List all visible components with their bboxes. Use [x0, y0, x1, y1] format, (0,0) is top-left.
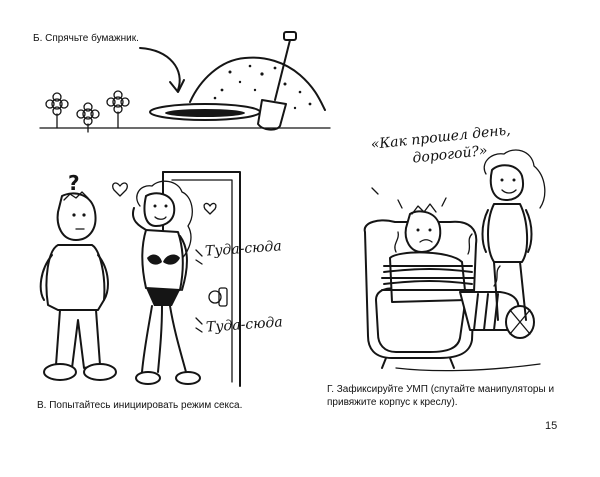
woman-figure — [132, 180, 201, 385]
dirt-specks — [213, 64, 312, 110]
wife-figure — [481, 149, 546, 321]
shovel-icon — [257, 31, 297, 131]
flower-icon — [45, 92, 69, 129]
panel-initiate-mode: ? — [39, 171, 241, 387]
floor-shadow — [395, 363, 541, 372]
tied-man-figure — [371, 187, 535, 339]
hole-inner — [165, 109, 245, 117]
motion-lines-top — [195, 249, 203, 265]
panel-fix-unit — [363, 149, 546, 372]
arrow-head — [169, 79, 185, 93]
caption-fix-unit: Г. Зафиксируйте УМП (спутайте манипулято… — [327, 384, 555, 408]
caption-initiate-mode: В. Попытайтесь инициировать режим секса. — [37, 400, 243, 411]
flower-icon — [106, 90, 130, 129]
man-figure — [39, 191, 117, 381]
panel-hide-wallet — [39, 31, 331, 133]
heart-icon — [112, 182, 128, 197]
caption-hide-wallet: Б. Спрячьте бумажник. — [33, 33, 139, 44]
question-mark: ? — [68, 171, 80, 195]
motion-lines-bottom — [195, 317, 203, 333]
page-number: 15 — [545, 420, 558, 432]
heart-icon — [203, 202, 217, 215]
curved-arrow — [139, 47, 181, 91]
flower-icon — [76, 102, 100, 133]
dirt-mound — [189, 56, 326, 111]
